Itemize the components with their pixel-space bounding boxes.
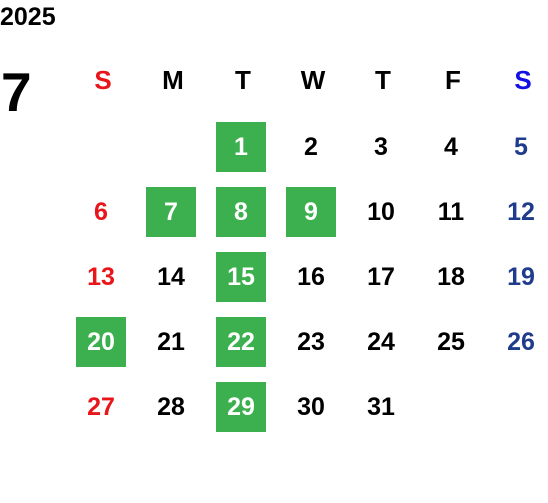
calendar-day[interactable]: 25 bbox=[418, 310, 488, 375]
calendar-day[interactable]: 18 bbox=[418, 245, 488, 310]
calendar-day[interactable]: 26 bbox=[488, 310, 548, 375]
day-number: 30 bbox=[297, 392, 325, 421]
day-number: 21 bbox=[157, 327, 185, 356]
calendar-day[interactable]: 12 bbox=[488, 180, 548, 245]
day-number: 15 bbox=[216, 252, 266, 302]
calendar-day-highlighted[interactable]: 15 bbox=[208, 245, 278, 310]
day-number: 28 bbox=[157, 392, 185, 421]
weekday-header-thu: T bbox=[375, 64, 391, 95]
day-number: 12 bbox=[507, 197, 535, 226]
day-number: 7 bbox=[146, 187, 196, 237]
calendar-day[interactable]: 4 bbox=[418, 115, 488, 180]
year-label: 2025 bbox=[0, 3, 56, 31]
day-number: 5 bbox=[514, 132, 528, 161]
calendar-day[interactable]: 2 bbox=[278, 115, 348, 180]
day-number: 22 bbox=[216, 317, 266, 367]
day-number: 8 bbox=[216, 187, 266, 237]
weekday-header-fri: F bbox=[445, 64, 461, 95]
weekday-header-sun: S bbox=[94, 64, 112, 95]
day-number: 24 bbox=[367, 327, 395, 356]
day-number: 3 bbox=[374, 132, 388, 161]
day-number: 26 bbox=[507, 327, 535, 356]
calendar-day-highlighted[interactable]: 20 bbox=[68, 310, 138, 375]
day-number: 1 bbox=[216, 122, 266, 172]
calendar-day[interactable]: 3 bbox=[348, 115, 418, 180]
calendar-day[interactable]: 10 bbox=[348, 180, 418, 245]
day-number: 20 bbox=[76, 317, 126, 367]
calendar-day[interactable]: 5 bbox=[488, 115, 548, 180]
day-number: 14 bbox=[157, 262, 185, 291]
calendar-day-highlighted[interactable]: 8 bbox=[208, 180, 278, 245]
day-number: 25 bbox=[437, 327, 465, 356]
day-number: 9 bbox=[286, 187, 336, 237]
calendar-day[interactable]: 27 bbox=[68, 375, 138, 440]
calendar-day[interactable]: 14 bbox=[138, 245, 208, 310]
weekday-header-mon: M bbox=[162, 64, 184, 95]
calendar-day[interactable]: 17 bbox=[348, 245, 418, 310]
calendar-day[interactable]: 13 bbox=[68, 245, 138, 310]
weekday-header-tue: T bbox=[235, 64, 251, 95]
day-number: 2 bbox=[304, 132, 318, 161]
day-number: 31 bbox=[367, 392, 395, 421]
day-number: 13 bbox=[87, 262, 115, 291]
day-number: 23 bbox=[297, 327, 325, 356]
calendar-day[interactable]: 19 bbox=[488, 245, 548, 310]
calendar-day-highlighted[interactable]: 22 bbox=[208, 310, 278, 375]
calendar-day[interactable]: 21 bbox=[138, 310, 208, 375]
day-number: 29 bbox=[216, 382, 266, 432]
calendar-day[interactable]: 30 bbox=[278, 375, 348, 440]
day-number: 27 bbox=[87, 392, 115, 421]
day-number: 18 bbox=[437, 262, 465, 291]
calendar-day[interactable]: 16 bbox=[278, 245, 348, 310]
day-number: 10 bbox=[367, 197, 395, 226]
day-number: 17 bbox=[367, 262, 395, 291]
weekday-header-wed: W bbox=[300, 64, 326, 95]
calendar-day-highlighted[interactable]: 1 bbox=[208, 115, 278, 180]
calendar-day[interactable]: 24 bbox=[348, 310, 418, 375]
calendar-day[interactable]: 23 bbox=[278, 310, 348, 375]
day-number: 4 bbox=[444, 132, 458, 161]
day-number: 6 bbox=[94, 197, 108, 226]
day-number: 11 bbox=[437, 197, 465, 226]
calendar-day[interactable]: 6 bbox=[68, 180, 138, 245]
calendar-day[interactable]: 31 bbox=[348, 375, 418, 440]
calendar-day-highlighted[interactable]: 7 bbox=[138, 180, 208, 245]
day-number: 16 bbox=[297, 262, 325, 291]
calendar-day-highlighted[interactable]: 29 bbox=[208, 375, 278, 440]
month-number: 7 bbox=[1, 61, 32, 123]
day-number: 19 bbox=[507, 262, 535, 291]
calendar-day[interactable]: 28 bbox=[138, 375, 208, 440]
weekday-header-sat: S bbox=[514, 64, 532, 95]
calendar-day-highlighted[interactable]: 9 bbox=[278, 180, 348, 245]
calendar-day[interactable]: 11 bbox=[418, 180, 488, 245]
